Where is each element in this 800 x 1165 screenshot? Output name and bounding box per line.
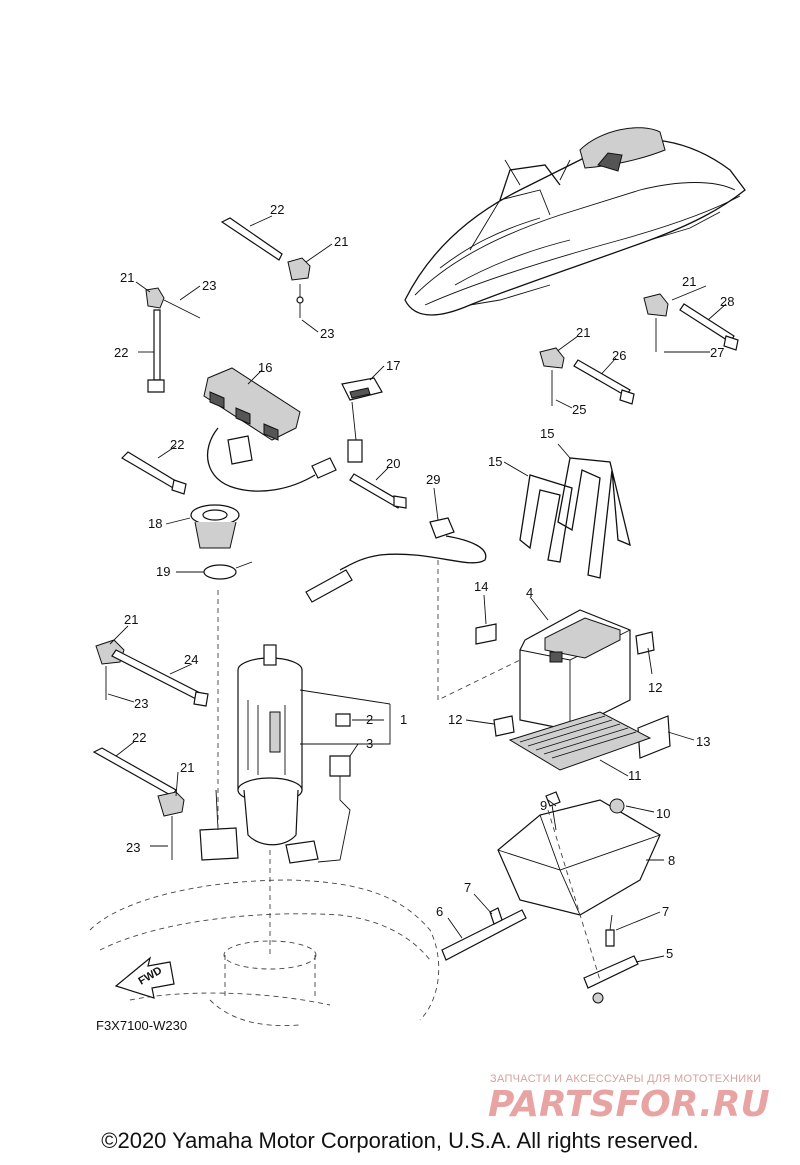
bolt-9 [545,791,561,831]
callout-2: 2 [366,712,373,727]
callout-23: 23 [126,840,140,855]
callout-21: 21 [120,270,134,285]
callout-25: 25 [572,402,586,417]
callout-7: 7 [662,904,669,919]
callout-21: 21 [682,274,696,289]
bolt-7-right [605,914,615,947]
connector-3 [317,755,351,863]
cable-tie-28 [679,303,739,351]
cable-tie-20 [349,473,407,509]
callout-15: 15 [488,454,502,469]
reference-lines [217,560,601,981]
clamp-21-top [287,257,311,318]
watercraft-illustration [404,127,746,316]
battery-tray-11 [508,711,652,771]
callout-22: 22 [114,345,128,360]
callout-15: 15 [540,426,554,441]
callout-14: 14 [474,579,488,594]
callout-19: 19 [156,564,170,579]
callout-22: 22 [270,202,284,217]
connector-2 [335,713,351,727]
callout-21: 21 [576,325,590,340]
cable-tie-22-top [220,217,283,261]
cable-tie-22-lower [92,747,177,797]
watermark: ЗАПЧАСТИ И АКСЕССУАРЫ ДЛЯ МОТОТЕХНИКИ PA… [488,1073,770,1125]
clamp-19 [203,561,253,580]
connector-assembly-16 [203,367,337,492]
callout-6: 6 [436,904,443,919]
battery-4 [519,609,631,731]
callout-27: 27 [710,345,724,360]
pad-14 [475,623,497,645]
pad-12-right [635,631,655,655]
callout-13: 13 [696,734,710,749]
leader-lines [107,215,727,963]
pad-12-left [493,715,515,737]
callout-24: 24 [184,652,198,667]
bracket-5 [583,955,639,1004]
callouts: 22 21 21 23 22 23 16 17 22 20 29 18 19 1… [114,202,734,961]
callout-18: 18 [148,516,162,531]
sensor-29 [305,517,487,603]
battery-strap-15a [519,474,573,563]
callout-28: 28 [720,294,734,309]
callout-11: 11 [628,768,642,783]
callout-3: 3 [366,736,373,751]
callout-10: 10 [656,806,670,821]
clamp-21-lower-left [95,639,125,700]
callout-21: 21 [124,612,138,627]
callout-12: 12 [448,712,462,727]
callout-29: 29 [426,472,440,487]
grommet-18 [190,504,240,549]
battery-strap-15b [557,457,631,579]
bolt-7-left [489,907,503,925]
callout-16: 16 [258,360,272,375]
fwd-arrow-icon: FWD [114,956,175,999]
callout-23: 23 [202,278,216,293]
connector-17 [341,377,383,463]
connector-bundle [199,789,239,861]
callout-21: 21 [334,234,348,249]
callout-12: 12 [648,680,662,695]
bracket-6 [441,909,527,961]
fuel-pump-1 [237,644,319,864]
cable-tie-22-mid [121,451,187,495]
callout-22: 22 [132,730,146,745]
clamp-21-right-mid [539,347,565,406]
cable-tie-24 [111,649,209,707]
callout-8: 8 [668,853,675,868]
callout-23: 23 [320,326,334,341]
callout-22: 22 [170,437,184,452]
diagram-code: F3X7100-W230 [96,1018,187,1033]
clamp-21-lower [157,791,185,860]
clamp-21-left [145,287,201,393]
callout-5: 5 [666,946,673,961]
callout-20: 20 [386,456,400,471]
clamp-21-right-top [643,293,669,352]
callout-4: 4 [526,585,533,600]
watermark-tagline: ЗАПЧАСТИ И АКСЕССУАРЫ ДЛЯ МОТОТЕХНИКИ [490,1073,761,1085]
callout-26: 26 [612,348,626,363]
callout-23: 23 [134,696,148,711]
callout-1: 1 [400,712,407,727]
fuel-tank-outline [89,879,440,1027]
battery-box-8 [497,799,661,916]
nut-10 [609,798,625,814]
copyright-notice: ©2020 Yamaha Motor Corporation, U.S.A. A… [101,1128,699,1153]
callout-9: 9 [540,798,547,813]
cable-tie-26 [573,359,635,405]
pad-13 [637,715,671,759]
callout-7: 7 [464,880,471,895]
callout-21: 21 [180,760,194,775]
callout-17: 17 [386,358,400,373]
watermark-brand: PARTSFOR.RU [488,1084,770,1125]
